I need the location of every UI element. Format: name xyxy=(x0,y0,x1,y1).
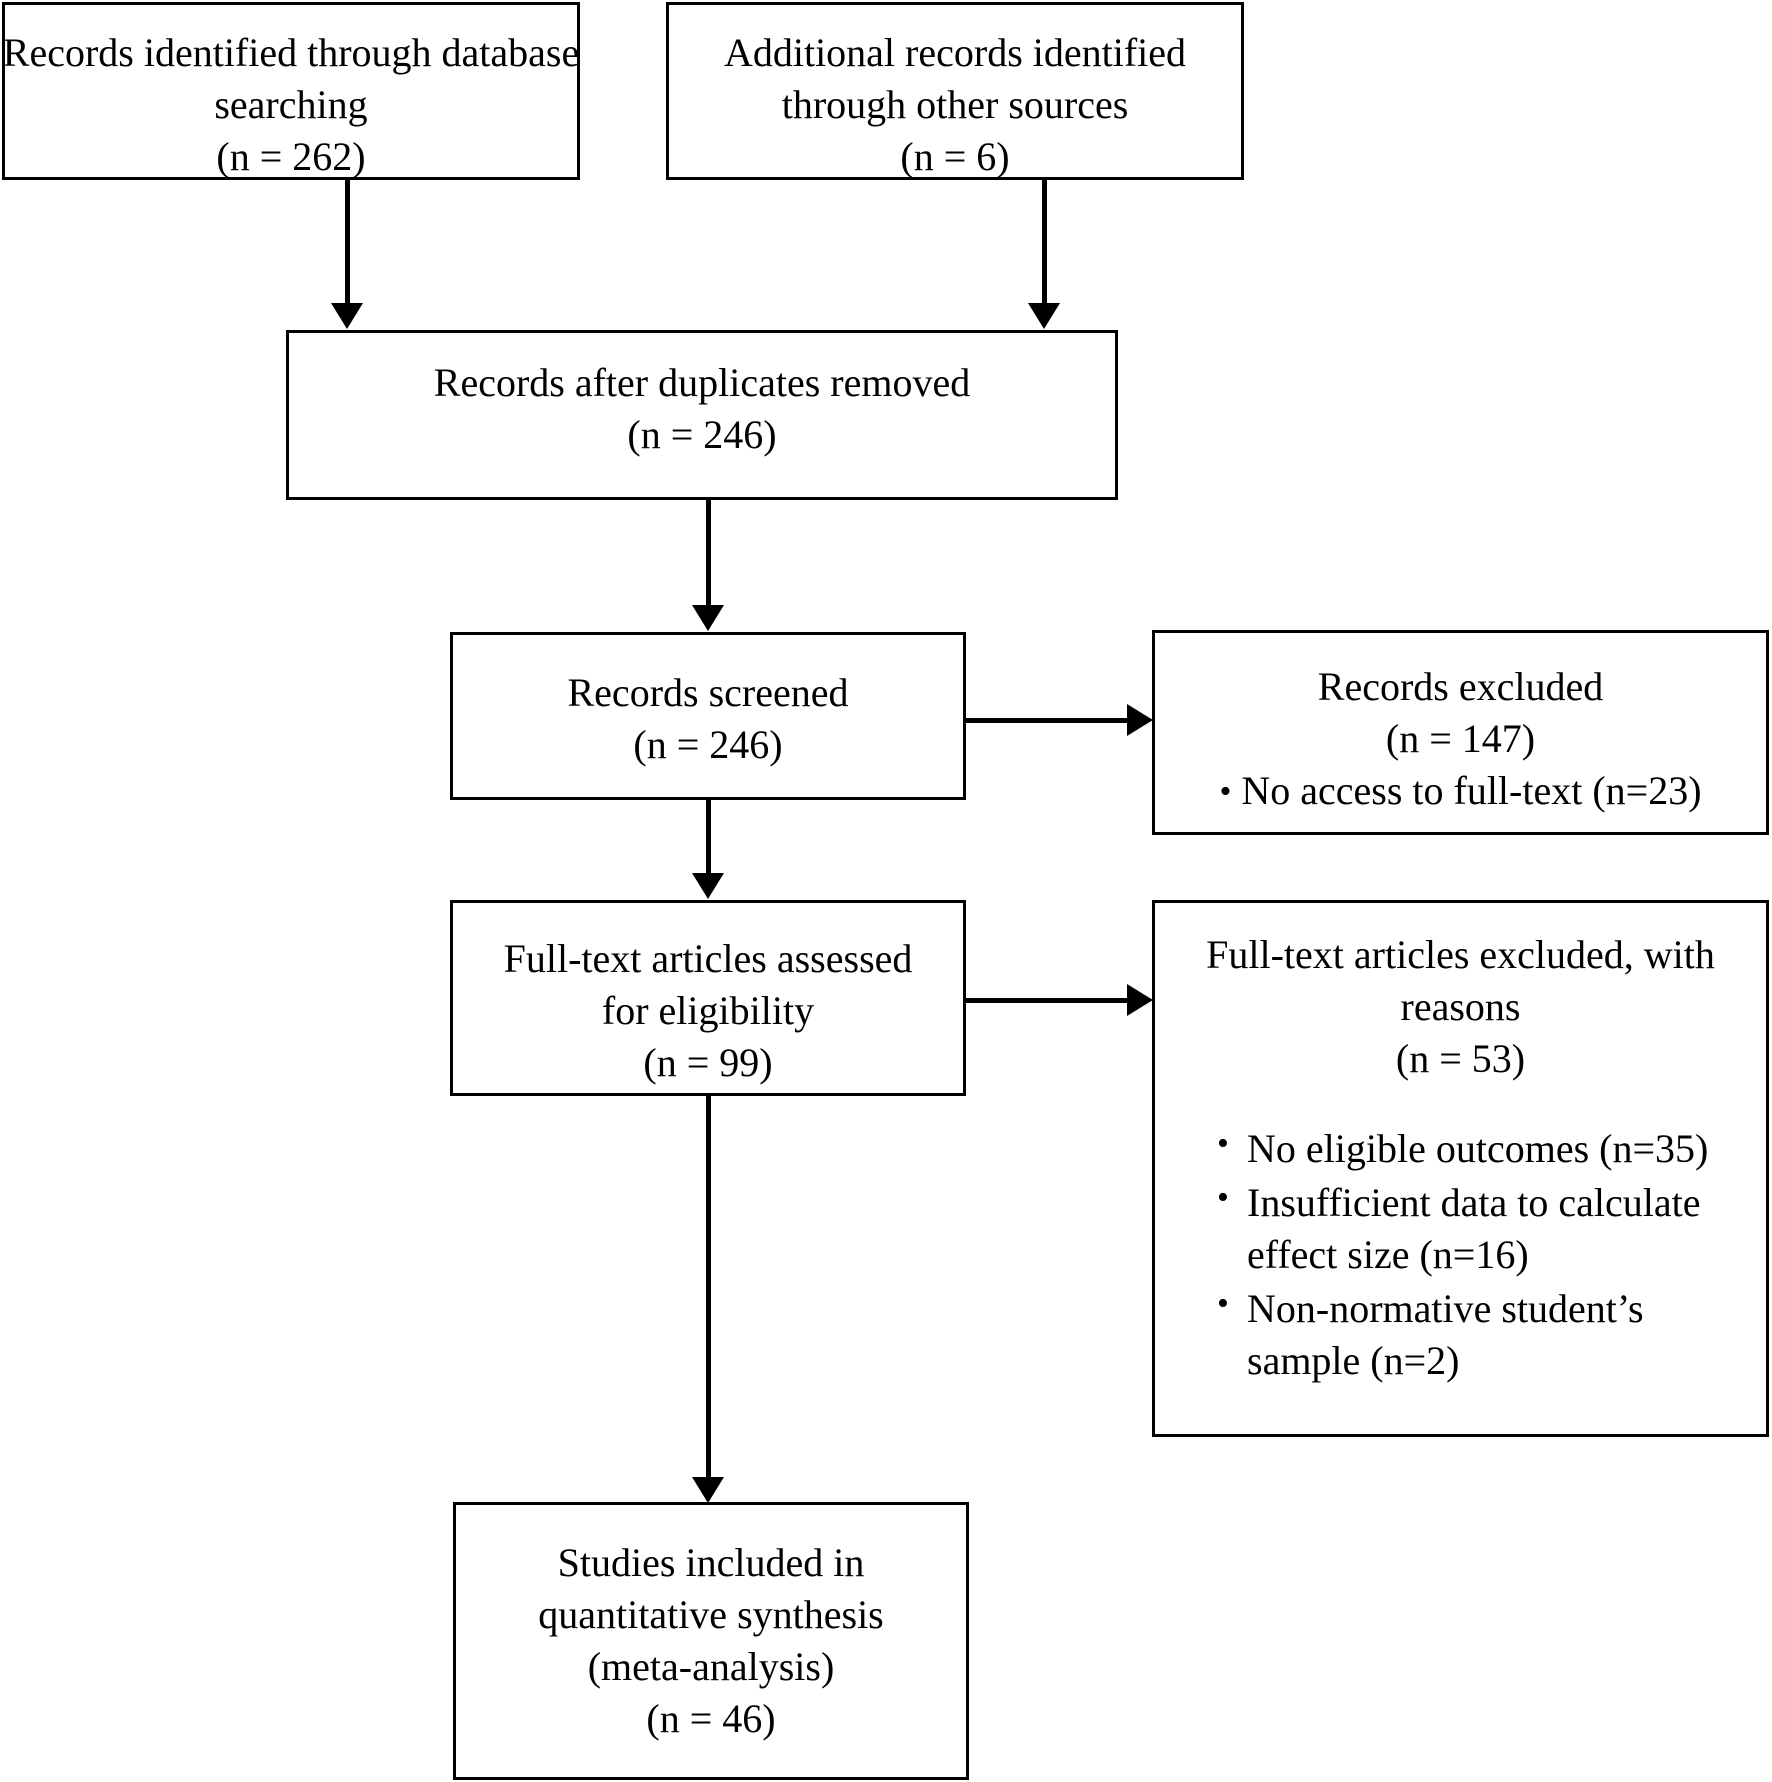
node-additional-records-other-sources-line1: Additional records identified xyxy=(723,30,1187,75)
node-records-identified-database-line2: searching xyxy=(214,82,368,127)
node-fulltext-articles-assessed-line1: Full-text articles assessed xyxy=(503,936,913,981)
node-records-excluded: Records excluded (n = 147) No access to … xyxy=(1152,630,1769,835)
node-records-after-duplicates-removed: Records after duplicates removed (n = 24… xyxy=(286,330,1118,500)
node-studies-included-line2: quantitative synthesis xyxy=(538,1592,884,1637)
node-additional-records-other-sources-count: (n = 6) xyxy=(900,134,1010,179)
node-additional-records-other-sources: Additional records identified through ot… xyxy=(666,2,1244,180)
node-studies-included: Studies included in quantitative synthes… xyxy=(453,1502,969,1780)
node-fulltext-articles-excluded: Full-text articles excluded, with reason… xyxy=(1152,900,1769,1437)
node-fulltext-articles-assessed-count: (n = 99) xyxy=(643,1040,773,1085)
node-records-after-duplicates-removed-line1: Records after duplicates removed xyxy=(433,360,971,405)
node-fulltext-articles-assessed-line2: for eligibility xyxy=(601,988,815,1033)
node-records-identified-database-count: (n = 262) xyxy=(216,134,366,179)
list-item: Non-normative student’s sample (n=2) xyxy=(1217,1282,1738,1387)
node-studies-included-line3: (meta-analysis) xyxy=(587,1644,835,1689)
node-records-screened-count: (n = 246) xyxy=(633,722,783,767)
node-records-after-duplicates-removed-count: (n = 246) xyxy=(627,412,777,457)
node-studies-included-count: (n = 46) xyxy=(646,1696,776,1741)
node-fulltext-articles-excluded-count: (n = 53) xyxy=(1395,1036,1526,1081)
node-fulltext-articles-excluded-line2: reasons xyxy=(1400,984,1521,1029)
fulltext-exclusion-reason-list: No eligible outcomes (n=35) Insufficient… xyxy=(1165,1122,1756,1389)
node-studies-included-line1: Studies included in xyxy=(557,1540,865,1585)
node-records-excluded-reason-1: No access to full-text (n=23) xyxy=(1219,765,1701,817)
node-records-screened-line1: Records screened xyxy=(567,670,849,715)
node-records-screened: Records screened (n = 246) xyxy=(450,632,966,800)
node-additional-records-other-sources-line2: through other sources xyxy=(781,82,1129,127)
node-records-excluded-line1: Records excluded xyxy=(1317,664,1604,709)
node-fulltext-articles-assessed: Full-text articles assessed for eligibil… xyxy=(450,900,966,1096)
node-records-identified-database-line1: Records identified through database xyxy=(2,30,580,75)
node-fulltext-articles-excluded-line1: Full-text articles excluded, with xyxy=(1206,932,1715,977)
list-item: Insufficient data to calculate effect si… xyxy=(1217,1176,1738,1281)
node-records-identified-database: Records identified through database sear… xyxy=(2,2,580,180)
node-records-excluded-count: (n = 147) xyxy=(1385,716,1536,761)
list-item: No eligible outcomes (n=35) xyxy=(1217,1122,1738,1175)
